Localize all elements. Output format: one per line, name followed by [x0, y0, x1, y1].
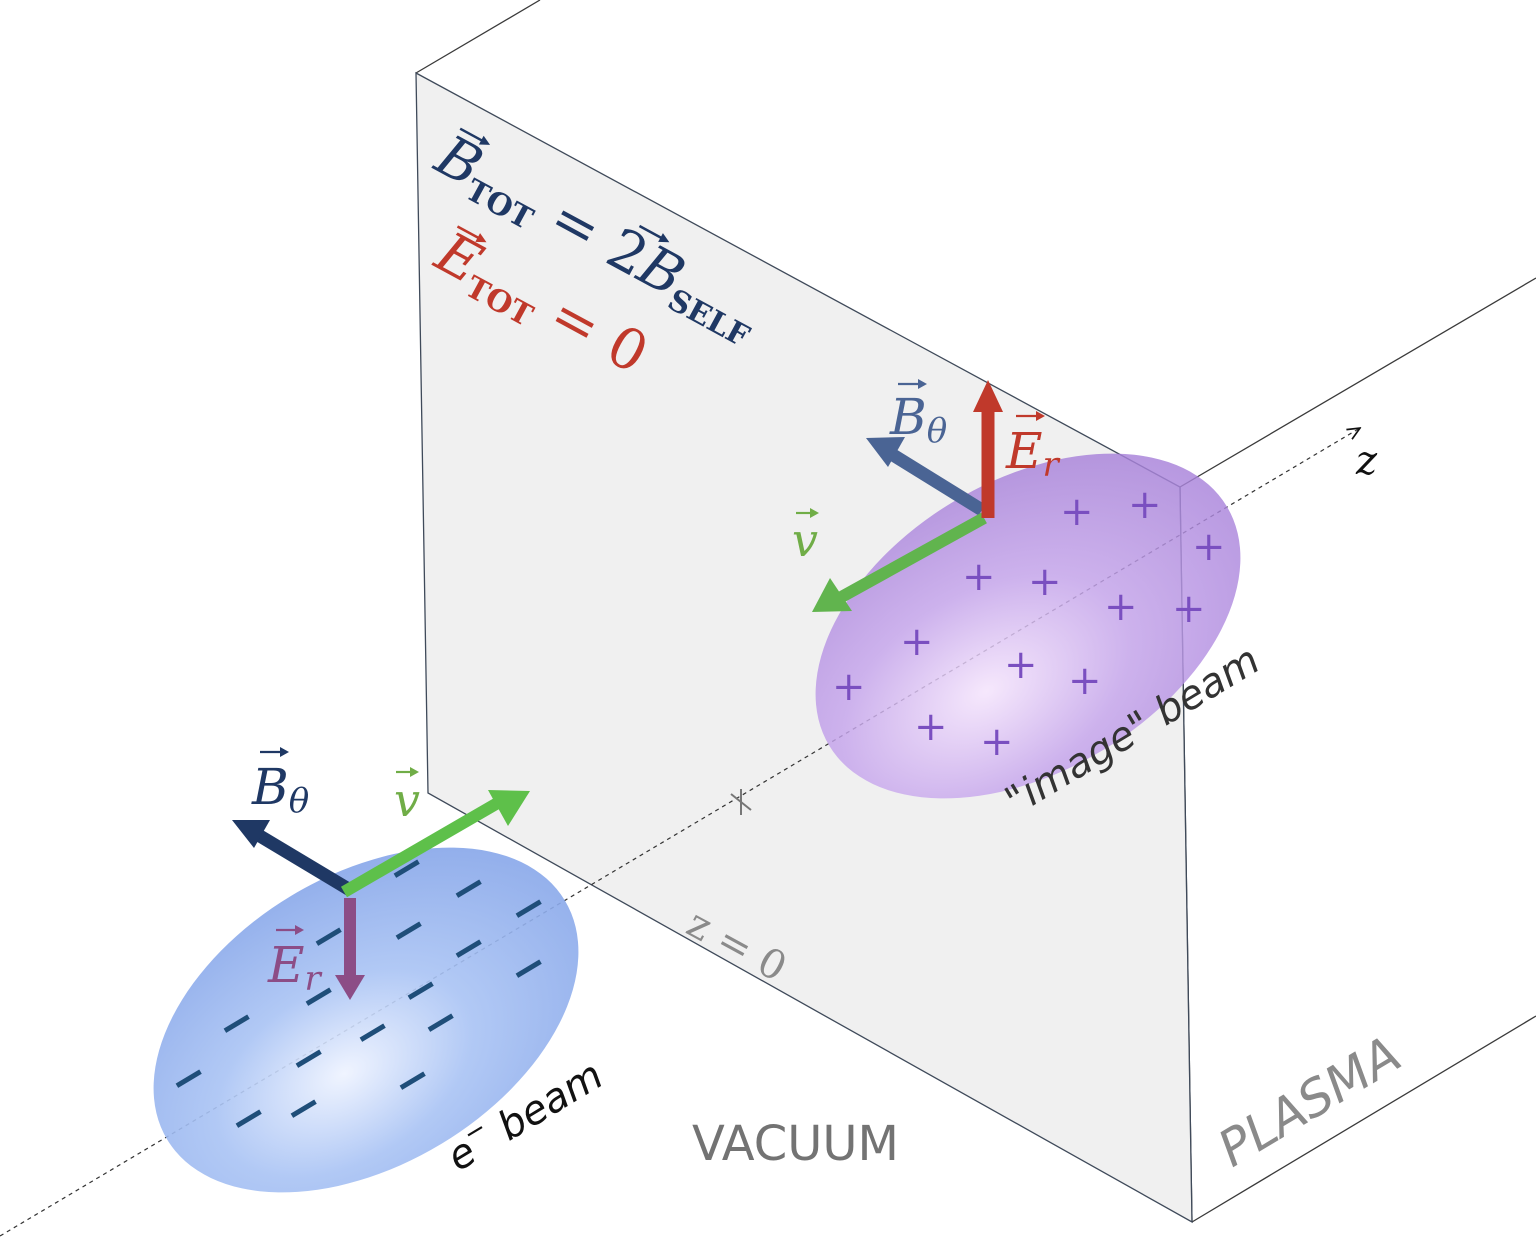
image-beam-b-vector — [866, 437, 986, 516]
image-beam-v-vector — [812, 512, 987, 612]
image-beam-charges: +++++++++++++ — [832, 482, 1226, 765]
positive-charge-mark: + — [1068, 658, 1102, 704]
svg-text:v: v — [394, 773, 420, 827]
origin-marker — [730, 789, 752, 815]
electron-beam-e-label: Er — [267, 925, 323, 999]
electron-beam — [153, 847, 579, 1193]
svg-text:v: v — [792, 513, 818, 567]
positive-charge-mark: + — [962, 554, 996, 600]
positive-charge-mark: + — [1192, 524, 1226, 570]
positive-charge-mark: + — [1028, 559, 1062, 605]
positive-charge-mark: + — [1060, 489, 1094, 535]
image-beam-e-vector — [973, 380, 1003, 518]
electron-beam-e-vector — [335, 898, 365, 1000]
electron-beam-v-label: v — [394, 767, 420, 827]
positive-charge-mark: + — [980, 719, 1014, 765]
electron-beam-v-vector — [340, 790, 530, 898]
interface-plane — [415, 71, 1193, 1224]
image-beam-v-label: v — [792, 508, 819, 567]
vacuum-label: VACUUM — [692, 1116, 899, 1172]
svg-text:Er: Er — [267, 936, 323, 999]
electron-beam-b-vector — [232, 820, 354, 896]
svg-text:Er: Er — [1005, 422, 1061, 485]
positive-charge-mark: + — [1128, 482, 1162, 528]
electron-beam-b-label: Bθ — [251, 747, 309, 821]
image-beam-e-label: Er — [1005, 411, 1061, 485]
z-axis-label: z — [1355, 438, 1378, 484]
positive-charge-mark: + — [1004, 642, 1038, 688]
image-beam — [815, 453, 1241, 799]
svg-text:Bθ: Bθ — [251, 758, 309, 821]
positive-charge-mark: + — [914, 704, 948, 750]
image-beam-b-label: Bθ — [889, 379, 947, 451]
svg-text:Bθ: Bθ — [889, 388, 947, 451]
plasma-label: PLASMA — [1208, 1025, 1410, 1178]
positive-charge-mark: + — [1172, 586, 1206, 632]
positive-charge-mark: + — [1104, 584, 1138, 630]
positive-charge-mark: + — [900, 619, 934, 665]
positive-charge-mark: + — [832, 664, 866, 710]
